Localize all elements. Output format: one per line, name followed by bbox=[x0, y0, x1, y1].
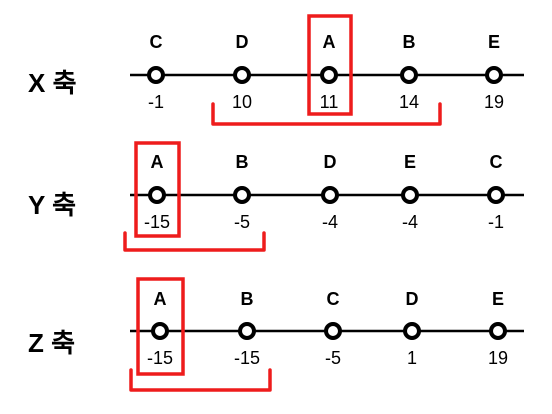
z-group-bracket bbox=[129, 368, 272, 392]
x-highlight-box bbox=[307, 14, 353, 116]
y-point-marker bbox=[487, 186, 505, 204]
y-point-value: -4 bbox=[322, 212, 338, 232]
y-point-marker bbox=[401, 186, 419, 204]
z-point-label: C bbox=[327, 289, 340, 309]
x-point-value: -1 bbox=[148, 92, 164, 112]
x-point-marker bbox=[147, 66, 165, 84]
y-point-marker bbox=[233, 186, 251, 204]
x-point-label: B bbox=[403, 32, 416, 52]
x-point-value: 19 bbox=[484, 92, 504, 112]
z-point-marker bbox=[324, 322, 342, 340]
y-point-value: -5 bbox=[234, 212, 250, 232]
y-point-value: -1 bbox=[488, 212, 504, 232]
x-axis-title: X 축 bbox=[28, 68, 77, 98]
x-point-value: 14 bbox=[399, 92, 419, 112]
x-point-marker bbox=[233, 66, 251, 84]
x-point-value: 10 bbox=[232, 92, 252, 112]
z-point-marker bbox=[238, 322, 256, 340]
y-highlight-box bbox=[134, 141, 181, 238]
x-group-bracket bbox=[211, 102, 442, 126]
x-point-value: 11 bbox=[320, 92, 339, 112]
x-point-marker bbox=[485, 66, 503, 84]
z-point-marker bbox=[489, 322, 507, 340]
z-point-marker bbox=[403, 322, 421, 340]
y-point-label: B bbox=[236, 152, 249, 172]
x-point-label: C bbox=[150, 32, 163, 52]
y-point-value: -4 bbox=[402, 212, 418, 232]
z-point-label: B bbox=[241, 289, 254, 309]
x-point-label: D bbox=[236, 32, 249, 52]
x-point-marker bbox=[320, 66, 338, 84]
y-group-bracket bbox=[123, 231, 266, 252]
y-axis-group: Y 축 A B D E C -15 -5 -4 -4 -1 bbox=[28, 141, 524, 252]
z-axis-title: Z 축 bbox=[28, 328, 75, 358]
y-point-label: D bbox=[324, 152, 337, 172]
z-point-label: E bbox=[492, 289, 504, 309]
y-point-value: -15 bbox=[144, 212, 170, 232]
z-point-label: D bbox=[406, 289, 419, 309]
z-point-value: -15 bbox=[147, 348, 173, 368]
y-axis-title: Y 축 bbox=[28, 190, 76, 220]
y-point-label: E bbox=[404, 152, 416, 172]
x-point-label: E bbox=[488, 32, 500, 52]
z-point-value: 1 bbox=[407, 348, 417, 368]
y-point-label: A bbox=[151, 152, 164, 172]
y-point-label: C bbox=[490, 152, 503, 172]
y-point-marker bbox=[148, 186, 166, 204]
x-axis-group: X 축 C D A B E -1 10 11 14 19 bbox=[28, 14, 524, 126]
z-point-marker bbox=[151, 322, 169, 340]
y-point-marker bbox=[321, 186, 339, 204]
x-point-label: A bbox=[323, 32, 336, 52]
z-point-value: -5 bbox=[325, 348, 341, 368]
z-point-value: 19 bbox=[488, 348, 508, 368]
z-axis-group: Z 축 A B C D E -15 -15 -5 1 19 bbox=[28, 277, 524, 392]
z-point-value: -15 bbox=[234, 348, 260, 368]
z-highlight-box bbox=[136, 277, 185, 376]
z-point-label: A bbox=[154, 289, 167, 309]
x-point-marker bbox=[400, 66, 418, 84]
